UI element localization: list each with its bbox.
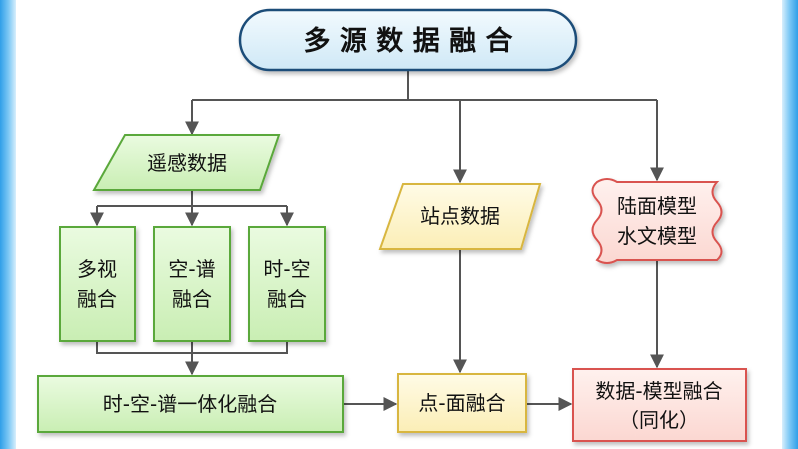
data-model-fusion-node: 数据-模型融合 （同化）	[572, 368, 747, 442]
spatial-spectral-line-1: 空-谱	[168, 257, 215, 281]
point-surface-fusion-label: 点-面融合	[418, 391, 505, 415]
title-text: 多 源 数 据 融 合	[304, 25, 513, 57]
title-node: 多 源 数 据 融 合	[238, 8, 578, 72]
multi-view-line-2: 融合	[77, 287, 117, 311]
multi-view-node: 多视 融合	[59, 226, 136, 342]
spatial-spectral-line-2: 融合	[172, 287, 212, 311]
integrated-fusion-label: 时-空-谱一体化融合	[103, 392, 277, 416]
data-model-fusion-line-1: 数据-模型融合	[595, 379, 722, 403]
remote-sensing-node: 遥感数据	[92, 134, 281, 191]
spatial-temporal-line-1: 时-空	[263, 257, 310, 281]
remote-sensing-label: 遥感数据	[147, 151, 227, 175]
connectors	[90, 70, 664, 411]
data-model-fusion-line-2: （同化）	[619, 408, 699, 432]
left-decorative-bar	[0, 0, 16, 449]
point-surface-fusion-node: 点-面融合	[397, 373, 527, 433]
station-data-label: 站点数据	[420, 204, 500, 228]
station-data-node: 站点数据	[378, 183, 542, 250]
right-decorative-bar	[782, 0, 798, 449]
spatial-temporal-line-2: 融合	[267, 287, 307, 311]
models-node: 陆面模型 水文模型	[591, 178, 723, 264]
models-line-1: 陆面模型	[617, 194, 697, 218]
spatial-spectral-node: 空-谱 融合	[153, 226, 231, 342]
spatial-temporal-node: 时-空 融合	[248, 226, 326, 342]
models-line-2: 水文模型	[617, 224, 697, 248]
multi-view-line-1: 多视	[77, 257, 117, 281]
integrated-fusion-node: 时-空-谱一体化融合	[37, 375, 344, 433]
